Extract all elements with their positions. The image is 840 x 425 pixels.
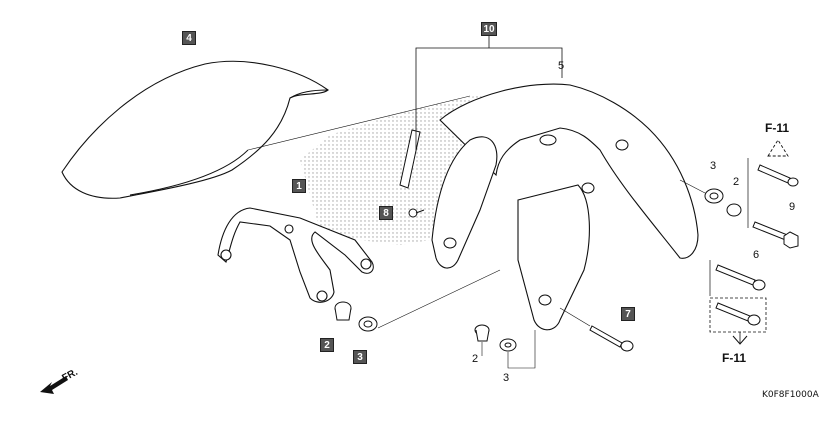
callout-3-right: 3 [710, 160, 717, 172]
part-1-bracket [217, 207, 374, 303]
callout-2-lower: 2 [472, 353, 479, 365]
part-4-seat-cowl [61, 60, 329, 199]
callout-9: 9 [789, 201, 796, 213]
part-2-collar-left [334, 301, 352, 321]
callout-1: 1 [292, 179, 306, 193]
callout-2-right: 2 [733, 176, 740, 188]
callout-2-box: 2 [320, 338, 334, 352]
part-9-bolt-upper [757, 164, 799, 187]
part-5-rear-fender [431, 83, 699, 331]
ref-bracket-lower [709, 297, 767, 333]
part-9-bolt [752, 221, 799, 249]
part-6-bolt-lower [715, 302, 761, 326]
callout-3-box: 3 [353, 350, 367, 364]
front-direction-arrow [40, 376, 68, 394]
callout-4: 4 [182, 31, 196, 45]
callout-5: 5 [558, 60, 565, 72]
ref-arrow-top [767, 139, 789, 157]
part-2-collar-right [726, 203, 742, 217]
part-3-grommet-lower [499, 338, 517, 352]
callout-8: 8 [379, 206, 393, 220]
callout-10: 10 [481, 22, 497, 36]
part-6-bolt [715, 264, 766, 291]
callout-6: 6 [753, 249, 760, 261]
part-8-screw [408, 208, 425, 218]
part-2-collar-lower [474, 324, 490, 342]
part-3-grommet-right [704, 188, 724, 204]
drawing-code: K0F8F1000A [762, 390, 819, 400]
part-7-bolt [589, 325, 634, 352]
callout-3-lower: 3 [503, 372, 510, 384]
part-3-grommet-left [358, 316, 378, 332]
reference-f11-bottom: F-11 [722, 351, 747, 365]
reference-f11-top: F-11 [765, 121, 790, 135]
callout-7: 7 [621, 307, 635, 321]
